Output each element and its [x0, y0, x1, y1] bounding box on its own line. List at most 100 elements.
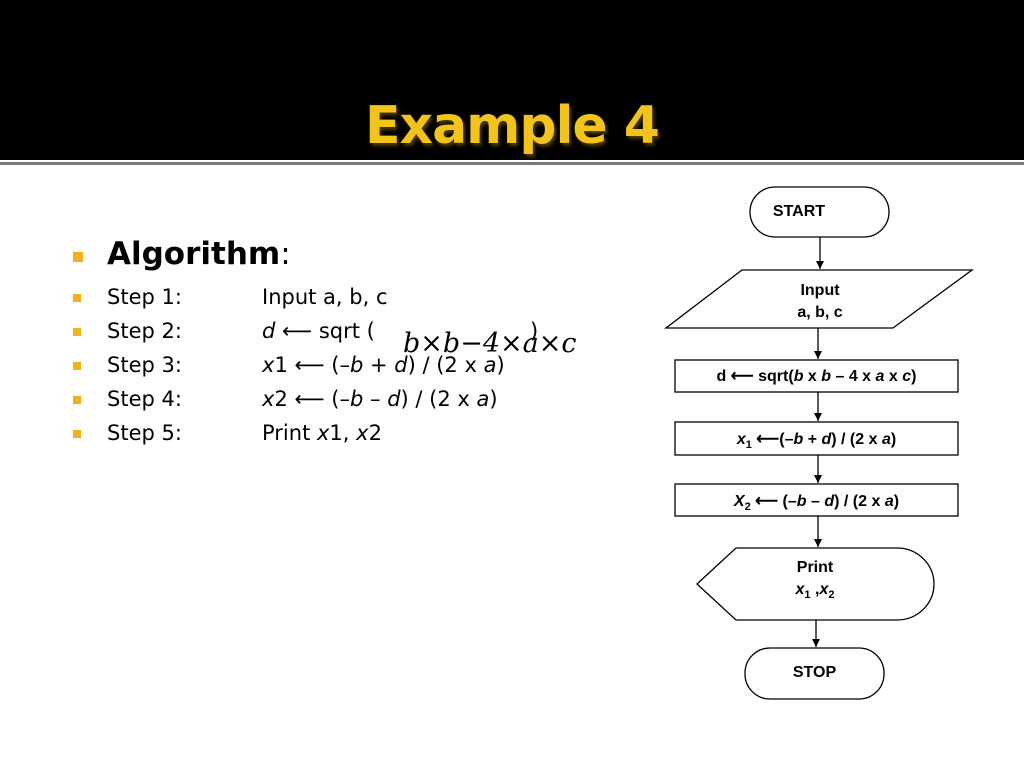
proc-x1-tail: ) / (2 x	[831, 431, 882, 448]
step-2-close-paren: )	[530, 319, 539, 343]
step-4-b: b	[349, 387, 364, 411]
proc-d-b2: b	[821, 368, 832, 385]
bullet-icon	[73, 430, 81, 438]
step-4-end: )	[489, 387, 498, 411]
input-parallelogram	[664, 269, 974, 329]
process-d-label: d ⟵ sqrt(b x b – 4 x a x c)	[675, 366, 958, 386]
step-2-formula: b×b−4×a×c	[403, 328, 577, 359]
step-4-text: x2 ⟵ (–b – d) / (2 x a)	[262, 387, 498, 411]
step-4-label: Step 4:	[107, 387, 182, 411]
step-2-var: d	[262, 319, 276, 343]
proc-x1-op: +	[803, 431, 822, 448]
step-4-sub: 2	[274, 387, 288, 411]
proc-x1-a: a	[881, 431, 891, 448]
step-3-b: b	[349, 353, 364, 377]
proc-x1-open: (–	[779, 431, 794, 448]
step-3-a: a	[483, 353, 497, 377]
step-4-a: a	[476, 387, 490, 411]
proc-d-times2: x	[884, 368, 903, 385]
input-label: Input a, b, c	[740, 280, 900, 324]
proc-x2-end: )	[893, 493, 900, 510]
step-5-text: Print x1, x2	[262, 421, 382, 445]
slide-title: Example 4	[365, 96, 660, 156]
step-3-text: x1 ⟵ (–b + d) / (2 x a)	[262, 353, 505, 377]
print-x2-sub: 2	[828, 589, 835, 602]
step-2-label: Step 2:	[107, 319, 182, 343]
step-5-x1-sub: 1	[329, 421, 343, 445]
assign-arrow-icon: ⟵	[294, 387, 325, 411]
step-3-op: +	[363, 353, 395, 377]
step-4-d: d	[387, 387, 401, 411]
stop-label: STOP	[792, 664, 837, 681]
proc-d-b1: b	[793, 368, 804, 385]
proc-d-pre: d	[716, 368, 731, 385]
proc-d-minus4: – 4 x	[831, 368, 876, 385]
proc-d-a: a	[875, 368, 885, 385]
step-2-rest: sqrt (	[312, 319, 375, 343]
assign-arrow-icon: ⟵	[282, 319, 313, 343]
step-4-op: –	[363, 387, 388, 411]
title-bar	[0, 0, 1024, 160]
print-x1-sub: 1	[804, 589, 811, 602]
step-4-open: (–	[324, 387, 350, 411]
step-5-x1-var: x	[316, 421, 330, 445]
assign-arrow-icon: ⟵	[750, 493, 783, 510]
process-x1-box	[674, 421, 959, 456]
bullet-icon	[73, 294, 81, 302]
algorithm-heading-colon: :	[280, 236, 291, 272]
title-divider	[0, 162, 1024, 165]
step-5-label: Step 5:	[107, 421, 182, 445]
step-3-sub: 1	[274, 353, 288, 377]
step-5-comma: ,	[342, 421, 357, 445]
step-3-end: )	[496, 353, 505, 377]
step-1-label: Step 1:	[107, 285, 182, 309]
proc-x1-d: d	[821, 431, 832, 448]
step-4-tail: ) / (2 x	[400, 387, 477, 411]
bullet-icon	[73, 396, 81, 404]
assign-arrow-icon: ⟵	[294, 353, 325, 377]
display-shape	[696, 547, 935, 621]
print-label-line2: x1 ,x2	[735, 579, 895, 606]
process-x2-label: X2 ⟵ (–b – d) / (2 x a)	[675, 491, 958, 513]
print-x1-var: x	[795, 581, 805, 598]
step-3-tail: ) / (2 x	[407, 353, 484, 377]
proc-x2-var: X	[733, 493, 745, 510]
step-3-var: x	[262, 353, 275, 377]
bullet-icon	[73, 362, 81, 370]
input-label-line2: a, b, c	[797, 304, 843, 321]
step-5-x2-sub: 2	[368, 421, 382, 445]
print-label-line1: Print	[796, 559, 834, 576]
process-d-box	[674, 359, 959, 393]
process-x1-label: x1 ⟵(–b + d) / (2 x a)	[675, 429, 958, 451]
proc-x2-b: b	[796, 493, 807, 510]
step-3-open: (–	[324, 353, 350, 377]
proc-x1-end: )	[890, 431, 897, 448]
proc-x2-a: a	[884, 493, 894, 510]
bullet-icon	[73, 252, 83, 262]
proc-x2-tail: ) / (2 x	[834, 493, 885, 510]
proc-d-end: )	[911, 368, 917, 385]
stop-terminal	[744, 647, 885, 700]
proc-x2-open: (–	[782, 493, 797, 510]
proc-x1-var: x	[736, 431, 746, 448]
step-5-x2-var: x	[356, 421, 369, 445]
assign-arrow-icon: ⟵	[730, 368, 754, 385]
print-x2-var: x	[819, 581, 829, 598]
start-label: START	[772, 203, 826, 220]
step-1-text: Input a, b, c	[262, 285, 388, 309]
algorithm-heading: Algorithm:	[107, 236, 291, 272]
proc-x2-sub: 2	[744, 501, 751, 514]
step-3-d: d	[394, 353, 408, 377]
step-3-label: Step 3:	[107, 353, 182, 377]
proc-d-times1: x	[803, 368, 822, 385]
assign-arrow-icon: ⟵	[751, 431, 780, 448]
step-4-var: x	[262, 387, 275, 411]
input-label-line1: Input	[800, 282, 840, 299]
proc-d-mid: sqrt(	[753, 368, 794, 385]
step-5-print: Print	[262, 421, 317, 445]
print-label: Print x1 ,x2	[735, 557, 895, 606]
proc-x2-op: –	[806, 493, 825, 510]
algorithm-heading-text: Algorithm	[107, 236, 281, 272]
step-2-text: d ⟵ sqrt (	[262, 319, 375, 343]
